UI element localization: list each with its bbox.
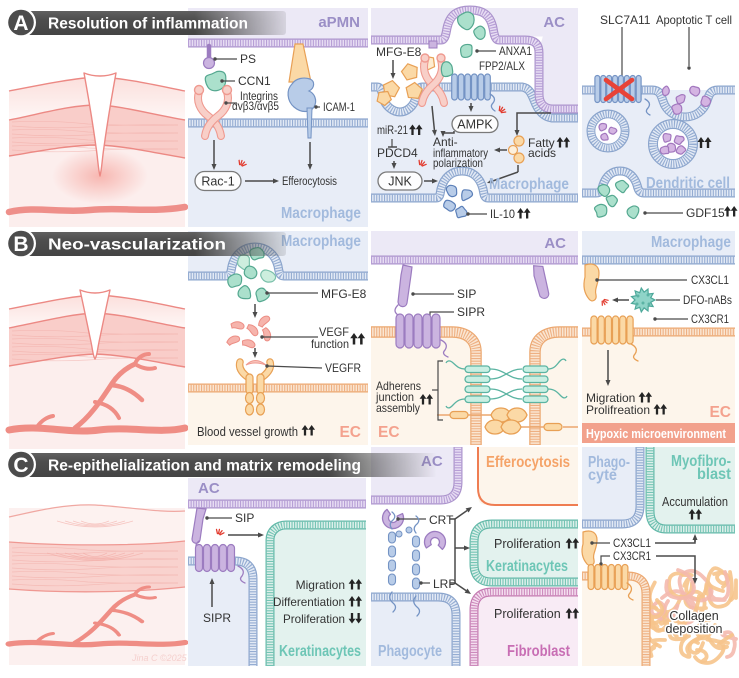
- svg-text:AC: AC: [543, 14, 565, 31]
- svg-text:VEGF: VEGF: [319, 325, 349, 339]
- svg-text:Proliferation: Proliferation: [494, 537, 561, 551]
- svg-text:Migration: Migration: [296, 578, 345, 592]
- svg-text:GDF15: GDF15: [686, 206, 725, 220]
- svg-text:SLC7A11: SLC7A11: [600, 13, 651, 27]
- svg-text:Macrophage: Macrophage: [281, 205, 361, 222]
- svg-text:miR-21: miR-21: [377, 123, 408, 137]
- svg-text:AC: AC: [198, 480, 220, 497]
- svg-text:EC: EC: [709, 404, 731, 421]
- svg-text:blast: blast: [697, 466, 731, 483]
- svg-text:Prolifreation: Prolifreation: [586, 403, 650, 417]
- svg-text:FPP2/ALX: FPP2/ALX: [479, 59, 525, 73]
- svg-text:Macrophage: Macrophage: [489, 176, 569, 193]
- svg-text:Dendritic cell: Dendritic cell: [646, 175, 730, 192]
- svg-text:Re-epithelialization and matri: Re-epithelialization and matrix remodeli…: [48, 458, 361, 475]
- svg-text:Keratinacytes: Keratinacytes: [279, 643, 361, 660]
- svg-text:Accumulation: Accumulation: [662, 495, 728, 509]
- svg-text:Neo-vascularization: Neo-vascularization: [48, 237, 226, 254]
- svg-text:Adherens: Adherens: [376, 379, 421, 393]
- svg-text:JNK: JNK: [388, 174, 412, 188]
- svg-text:SIPR: SIPR: [457, 305, 485, 319]
- svg-text:A: A: [13, 12, 28, 35]
- svg-text:Efferocytosis: Efferocytosis: [282, 176, 337, 188]
- svg-text:VEGFR: VEGFR: [325, 361, 361, 375]
- svg-text:Myofibro-: Myofibro-: [671, 453, 731, 470]
- svg-text:polarization: polarization: [433, 156, 483, 170]
- svg-text:αvβ3/αvβ5: αvβ3/αvβ5: [232, 101, 279, 113]
- svg-text:MFG-E8: MFG-E8: [376, 45, 422, 59]
- svg-text:AMPK: AMPK: [457, 117, 493, 131]
- svg-text:function: function: [311, 337, 349, 351]
- svg-text:PS: PS: [240, 52, 256, 66]
- svg-text:Macrophage: Macrophage: [651, 234, 731, 251]
- svg-text:EC: EC: [339, 424, 361, 441]
- svg-text:IL-10: IL-10: [490, 207, 515, 221]
- svg-text:CRT: CRT: [429, 513, 454, 527]
- svg-text:inflammatory: inflammatory: [433, 146, 488, 160]
- svg-text:Jina C ©2025: Jina C ©2025: [131, 653, 188, 663]
- svg-text:CX3CR1: CX3CR1: [613, 549, 651, 563]
- svg-text:Phagocyte: Phagocyte: [378, 643, 442, 660]
- svg-text:cyte: cyte: [588, 467, 617, 484]
- svg-text:CX3CL1: CX3CL1: [691, 273, 729, 287]
- svg-text:Blood vessel growth: Blood vessel growth: [197, 425, 298, 439]
- svg-text:Migration: Migration: [586, 391, 635, 405]
- svg-text:Keratinacytes: Keratinacytes: [486, 558, 568, 575]
- svg-text:CX3CL1: CX3CL1: [613, 536, 651, 550]
- svg-text:aPMN: aPMN: [318, 14, 360, 31]
- svg-text:C: C: [13, 454, 28, 477]
- svg-text:Resolution of inflammation: Resolution of inflammation: [48, 16, 248, 33]
- svg-text:Collagen: Collagen: [669, 609, 718, 623]
- svg-text:CX3CR1: CX3CR1: [691, 312, 729, 326]
- svg-text:CCN1: CCN1: [238, 74, 271, 88]
- svg-text:Differentiation: Differentiation: [273, 595, 345, 609]
- svg-text:AC: AC: [544, 235, 566, 252]
- svg-text:LRP: LRP: [433, 577, 456, 591]
- svg-text:SIP: SIP: [235, 511, 254, 525]
- svg-text:Anti-: Anti-: [433, 135, 458, 149]
- svg-text:MFG-E8: MFG-E8: [321, 287, 367, 301]
- svg-text:Proliferation: Proliferation: [494, 607, 561, 621]
- svg-text:Proliferation: Proliferation: [283, 612, 345, 626]
- svg-text:Efferocytosis: Efferocytosis: [486, 454, 570, 471]
- svg-text:Fatty: Fatty: [528, 136, 555, 150]
- svg-text:Macrophage: Macrophage: [281, 233, 361, 250]
- svg-text:deposition: deposition: [666, 622, 723, 636]
- svg-text:SIPR: SIPR: [203, 611, 231, 625]
- svg-text:PDCD4: PDCD4: [377, 146, 418, 160]
- svg-text:B: B: [13, 233, 28, 256]
- svg-text:Apoptotic T cell: Apoptotic T cell: [656, 13, 732, 27]
- svg-text:assembly: assembly: [376, 401, 420, 415]
- svg-text:Phago-: Phago-: [588, 454, 630, 471]
- svg-text:ANXA1: ANXA1: [499, 44, 532, 58]
- svg-text:acids: acids: [528, 146, 556, 160]
- svg-text:junction: junction: [375, 390, 414, 404]
- svg-text:SIP: SIP: [457, 287, 476, 301]
- svg-text:Hypoxic microenvironment: Hypoxic microenvironment: [586, 426, 727, 441]
- svg-text:ICAM-1: ICAM-1: [323, 100, 355, 114]
- svg-text:EC: EC: [378, 424, 400, 441]
- svg-text:Integrins: Integrins: [240, 91, 278, 103]
- svg-text:Rac-1: Rac-1: [201, 174, 234, 188]
- svg-text:DFO-nABs: DFO-nABs: [683, 293, 732, 307]
- svg-text:Fibroblast: Fibroblast: [507, 643, 570, 660]
